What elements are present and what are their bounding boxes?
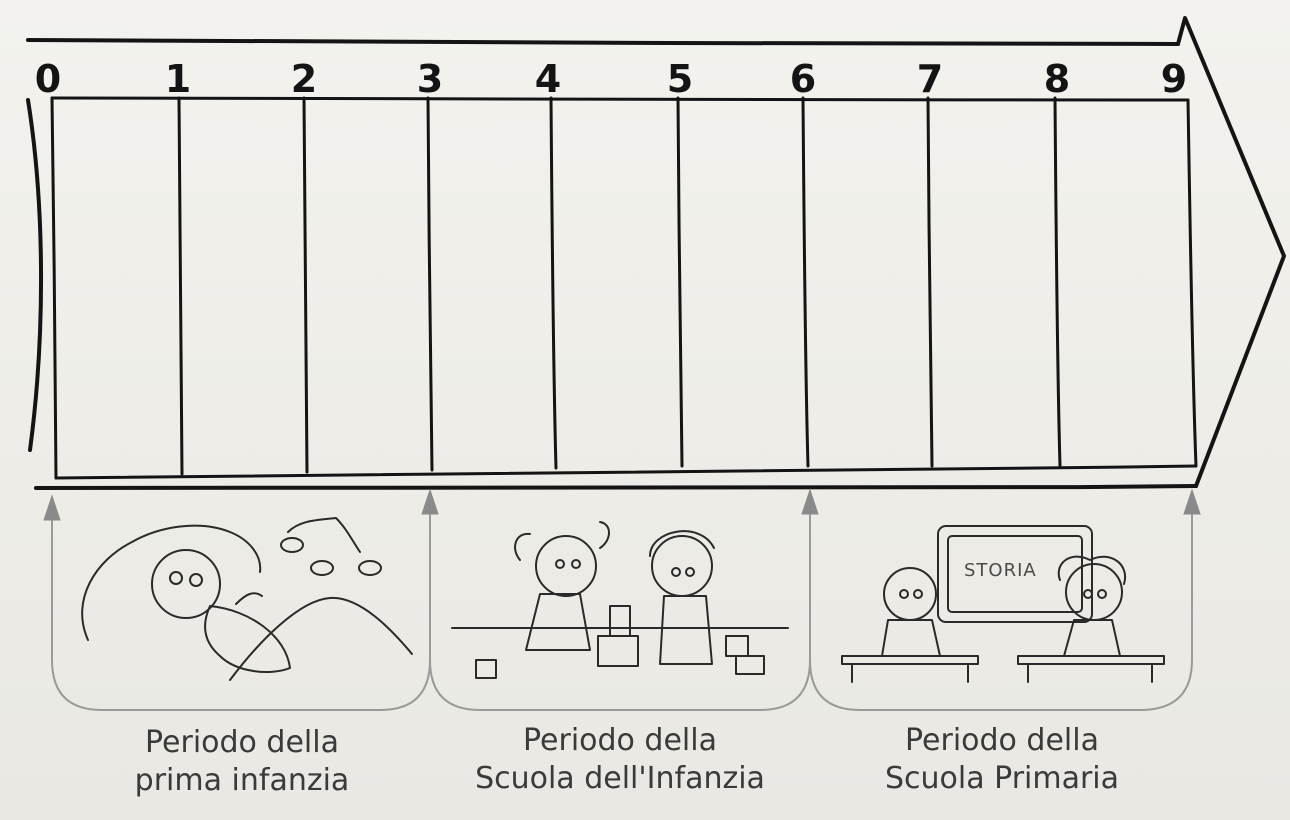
block — [735, 655, 765, 675]
tick-label-0: 0 — [35, 57, 61, 101]
grid-line-4 — [549, 96, 558, 470]
boy-student-eye — [899, 589, 909, 599]
grid-line-0 — [50, 96, 58, 480]
grid-line-9 — [1186, 98, 1198, 468]
period-label-scuola-primaria-line2: Scuola Primaria — [885, 761, 1119, 796]
block — [597, 635, 639, 667]
grid-line-1 — [177, 96, 184, 476]
baby-arm — [235, 592, 263, 605]
grid-line-3 — [426, 96, 434, 472]
arrow-top-line — [26, 38, 1180, 46]
boy-eye — [671, 567, 681, 577]
girl-student-body — [1063, 619, 1121, 657]
girl-student-head — [1065, 563, 1123, 621]
grid-top-edge — [50, 96, 1190, 102]
baby-body — [204, 605, 291, 673]
tick-label-6: 6 — [790, 57, 816, 101]
period-markers — [43, 488, 1201, 521]
grid-line-5 — [676, 96, 684, 468]
desk-right — [1017, 655, 1165, 683]
period-panels — [51, 500, 1193, 711]
girl-student-eye — [1097, 589, 1107, 599]
arrow-tail-notch — [26, 98, 44, 452]
blanket — [229, 596, 413, 681]
girl-body — [525, 593, 591, 651]
bee-icon — [280, 517, 382, 576]
girl-eye — [571, 559, 581, 569]
grid-line-8 — [1053, 96, 1062, 468]
girl-student-hair — [1057, 555, 1127, 585]
boy-head — [651, 535, 713, 597]
boy-student-eye — [913, 589, 923, 599]
period-label-scuola-infanzia-line1: Periodo della — [523, 723, 717, 758]
period-label-prima-infanzia-line2: prima infanzia — [135, 763, 350, 798]
pillow — [81, 524, 262, 641]
blackboard — [937, 525, 1093, 623]
baby-illustration — [81, 517, 413, 681]
period-panel-prima-infanzia — [51, 500, 431, 711]
boy-body — [659, 595, 713, 665]
tick-label-3: 3 — [417, 57, 443, 101]
baby-eye-left — [169, 571, 183, 585]
timeline-grid — [50, 96, 1198, 480]
marker-arrow-6 — [801, 488, 819, 515]
girl-student-eye — [1083, 589, 1093, 599]
marker-arrow-3 — [421, 488, 439, 515]
marker-arrow-0 — [43, 494, 61, 521]
baby-head — [151, 549, 221, 619]
arrow-head — [1176, 16, 1286, 488]
block — [609, 605, 631, 637]
tick-label-4: 4 — [535, 57, 561, 101]
period-label-scuola-infanzia-line2: Scuola dell'Infanzia — [475, 761, 765, 796]
desk-left — [841, 655, 979, 683]
block — [725, 635, 749, 657]
tick-label-7: 7 — [917, 57, 943, 101]
blackboard-text: STORIA — [964, 560, 1037, 581]
boy-student-body — [881, 619, 941, 657]
grid-line-6 — [801, 96, 810, 468]
boy-student-head — [883, 567, 937, 621]
tick-label-2: 2 — [291, 57, 317, 101]
marker-arrow-9 — [1183, 488, 1201, 515]
blackboard-inner — [947, 535, 1083, 613]
boy-eye — [685, 567, 695, 577]
period-label-prima-infanzia-line1: Periodo della — [145, 725, 339, 760]
period-panel-scuola-infanzia — [429, 500, 811, 711]
girl-eye — [555, 559, 565, 569]
period-captions: Periodo della prima infanzia Periodo del… — [135, 723, 1119, 798]
grid-line-2 — [302, 96, 309, 474]
tick-label-5: 5 — [667, 57, 693, 101]
period-label-scuola-primaria-line1: Periodo della — [905, 723, 1099, 758]
girl-head — [535, 535, 597, 597]
boy-hair — [649, 530, 715, 557]
tick-label-8: 8 — [1044, 57, 1070, 101]
girl-hair — [514, 521, 610, 561]
period-panel-scuola-primaria — [809, 500, 1193, 711]
timeline-arrow — [26, 16, 1286, 492]
tick-label-9: 9 — [1161, 57, 1187, 101]
grid-line-7 — [926, 96, 934, 468]
classroom-illustration: STORIA — [841, 525, 1165, 683]
arrow-bottom-line — [34, 484, 1198, 492]
baby-eye-right — [189, 573, 203, 587]
grid-bottom-edge — [54, 464, 1198, 480]
tick-label-1: 1 — [165, 57, 191, 101]
block — [475, 659, 497, 679]
children-blocks-illustration — [451, 521, 789, 679]
tick-labels: 0 1 2 3 4 5 6 7 8 9 — [35, 57, 1187, 101]
